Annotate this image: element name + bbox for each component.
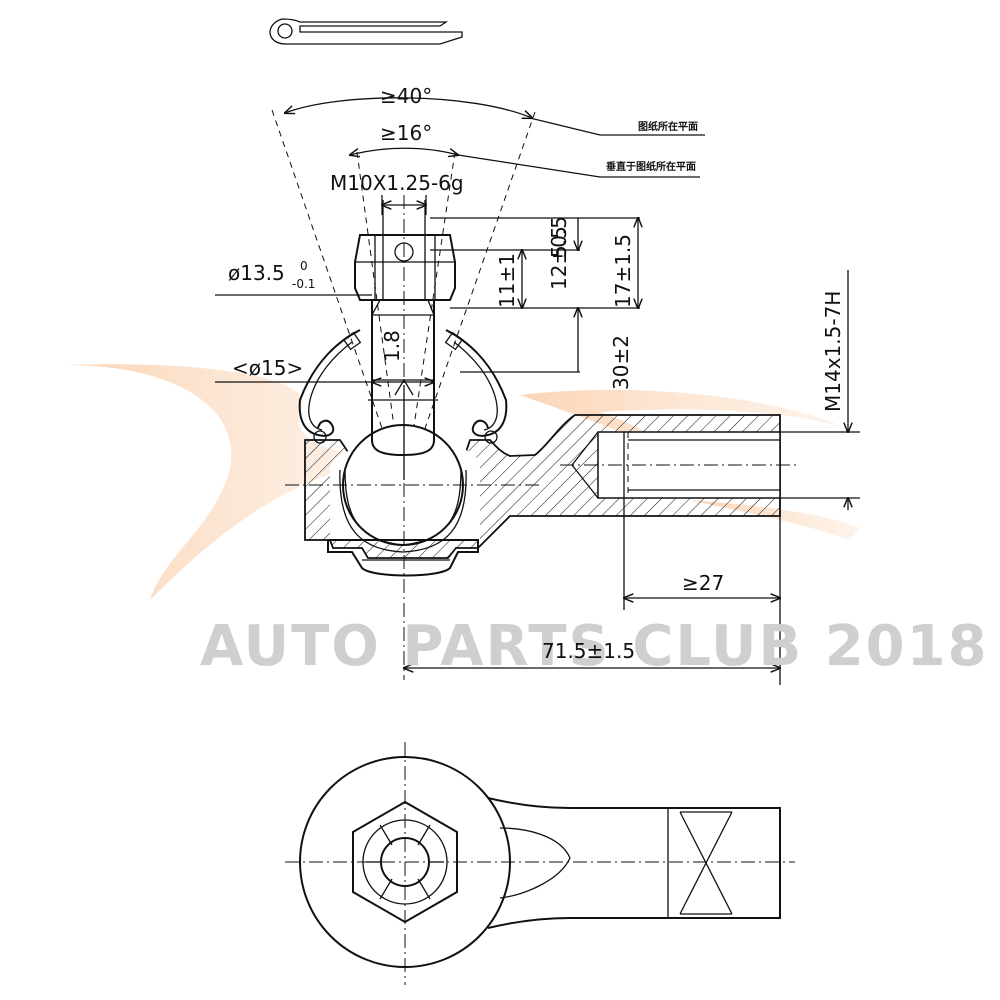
stud-thread-label: M10X1.25-6g — [330, 171, 464, 195]
plan-view — [285, 742, 795, 985]
min-depth-label: ≥27 — [682, 571, 724, 595]
dimension-lines — [215, 97, 860, 685]
angle-40-label: ≥40° — [380, 84, 432, 108]
dim-17-label: 17±1.5 — [611, 234, 635, 308]
section-view — [271, 109, 800, 680]
overall-length-label: 71.5±1.5 — [542, 639, 635, 663]
cotter-pin — [269, 18, 463, 45]
stud-diameter-tol-upper: 0 — [300, 259, 308, 273]
note-plane-of-drawing: 图纸所在平面 — [638, 120, 698, 133]
bore-thread-label: M14x1.5-7H — [821, 291, 845, 412]
stud-diameter-label: ø13.5 — [228, 261, 285, 285]
angle-16-label: ≥16° — [380, 121, 432, 145]
dim-30-label: 30±2 — [609, 335, 633, 390]
dim-12-label: 12±0.5 — [547, 216, 571, 290]
watermark-logo — [65, 364, 860, 600]
watermark-text: AUTO PARTS CLUB 2018 — [200, 614, 989, 679]
boot-diameter-label: <ø15> — [232, 356, 303, 380]
stud-diameter-tol-lower: -0.1 — [292, 277, 315, 291]
note-perpendicular-plane: 垂直于图纸所在平面 — [606, 160, 696, 173]
dim-1-8-label: 1.8 — [380, 330, 404, 362]
dim-5-5-label: 5.5 — [547, 226, 571, 258]
dim-11-label: 11±1 — [495, 253, 519, 308]
